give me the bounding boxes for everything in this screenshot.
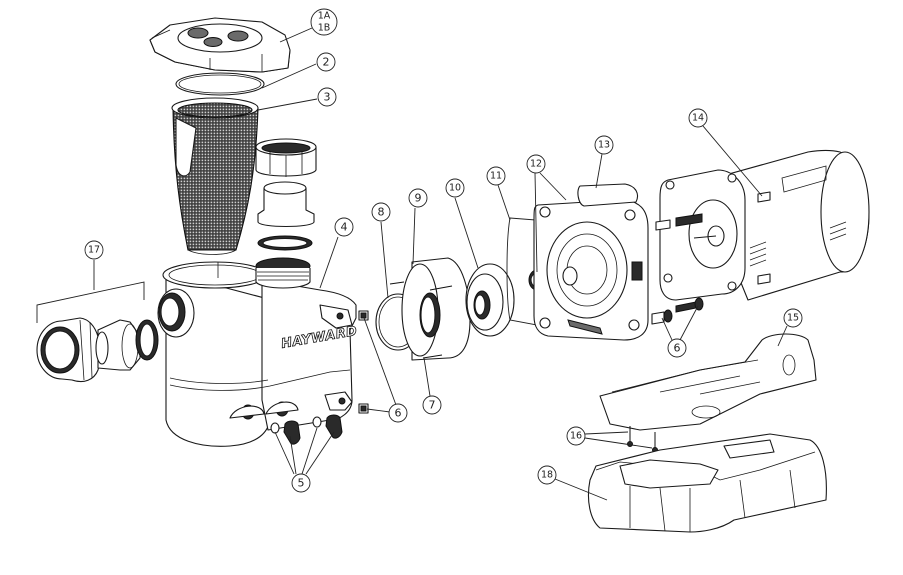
callout-label: 16 [570,431,582,442]
callout-14: 14 [688,108,708,128]
callout-1a-1b: 1A 1B [310,8,338,36]
callout-label-1b: 1B [318,23,331,34]
callout-9: 9 [408,188,428,208]
callout-label: 17 [88,245,100,256]
callout-label: 6 [395,407,402,420]
callout-label: 4 [341,221,348,234]
diffuser [389,257,471,361]
callout-label: 14 [692,113,704,124]
union-nut-upper [255,138,317,177]
motor [655,149,870,301]
union-tailpiece-upper [257,181,315,227]
callout-4: 4 [334,217,354,237]
callout-label: 5 [298,477,305,490]
impeller [465,263,515,337]
callout-10: 10 [445,178,465,198]
pump-housing: HAYWARD [157,257,359,447]
cover-o-ring [175,72,265,96]
drain-plugs [270,414,343,445]
callout-6-motor: 6 [667,338,687,358]
strainer-cover [149,17,291,73]
union-o-ring-upper [257,235,313,251]
leader-lines [93,27,788,501]
seal-plate [533,183,649,341]
callout-17: 17 [84,240,104,260]
pump-base [587,433,827,533]
motor-support [599,333,817,431]
callout-12: 12 [526,154,546,174]
housing-nut-lower [358,403,369,414]
callout-5: 5 [291,473,311,493]
callout-label: 7 [429,399,436,412]
callout-label: 11 [490,171,502,182]
callout-label: 6 [674,342,681,355]
callout-16: 16 [566,426,586,446]
callout-2: 2 [316,52,336,72]
callout-label: 9 [415,192,422,205]
callout-label: 2 [323,56,330,69]
union-connector-kit [36,281,159,383]
callout-label: 15 [787,313,799,324]
callout-18: 18 [537,465,557,485]
callout-13: 13 [594,135,614,155]
callout-label: 12 [530,159,542,170]
callout-label: 3 [324,91,331,104]
callout-label: 8 [378,206,385,219]
callout-label: 13 [598,140,610,151]
callout-label-1a: 1A [318,11,331,22]
housing-nut-upper [358,310,369,321]
callout-7: 7 [422,395,442,415]
callout-8: 8 [371,202,391,222]
callout-label: 10 [449,183,461,194]
callout-15: 15 [783,308,803,328]
callout-11: 11 [486,166,506,186]
callout-6-housing: 6 [388,403,408,423]
callout-label: 18 [541,470,553,481]
strainer-basket [171,97,259,255]
callout-3: 3 [317,87,337,107]
